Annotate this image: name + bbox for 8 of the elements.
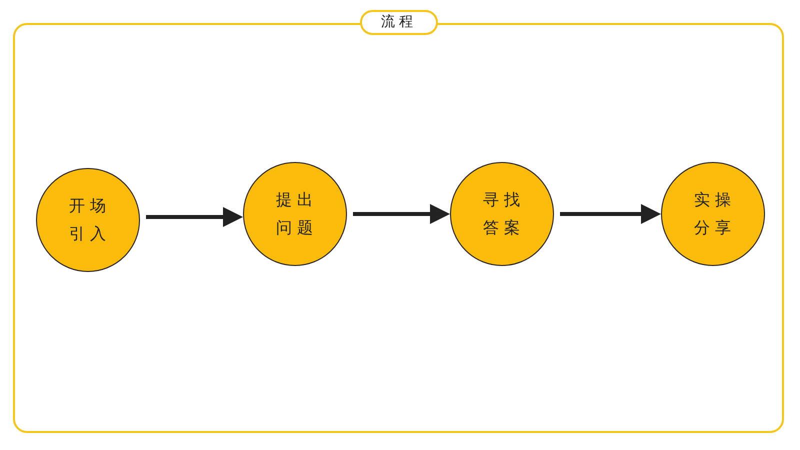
arrow: [560, 204, 661, 224]
title-tab: 流程: [360, 10, 438, 35]
step-label: 寻找答案: [482, 189, 525, 239]
step-label: 开场引入: [68, 195, 111, 245]
arrow: [353, 204, 450, 224]
arrow: [146, 207, 243, 227]
step-label: 实操分享: [693, 189, 736, 239]
step-label: 提出问题: [275, 189, 318, 239]
